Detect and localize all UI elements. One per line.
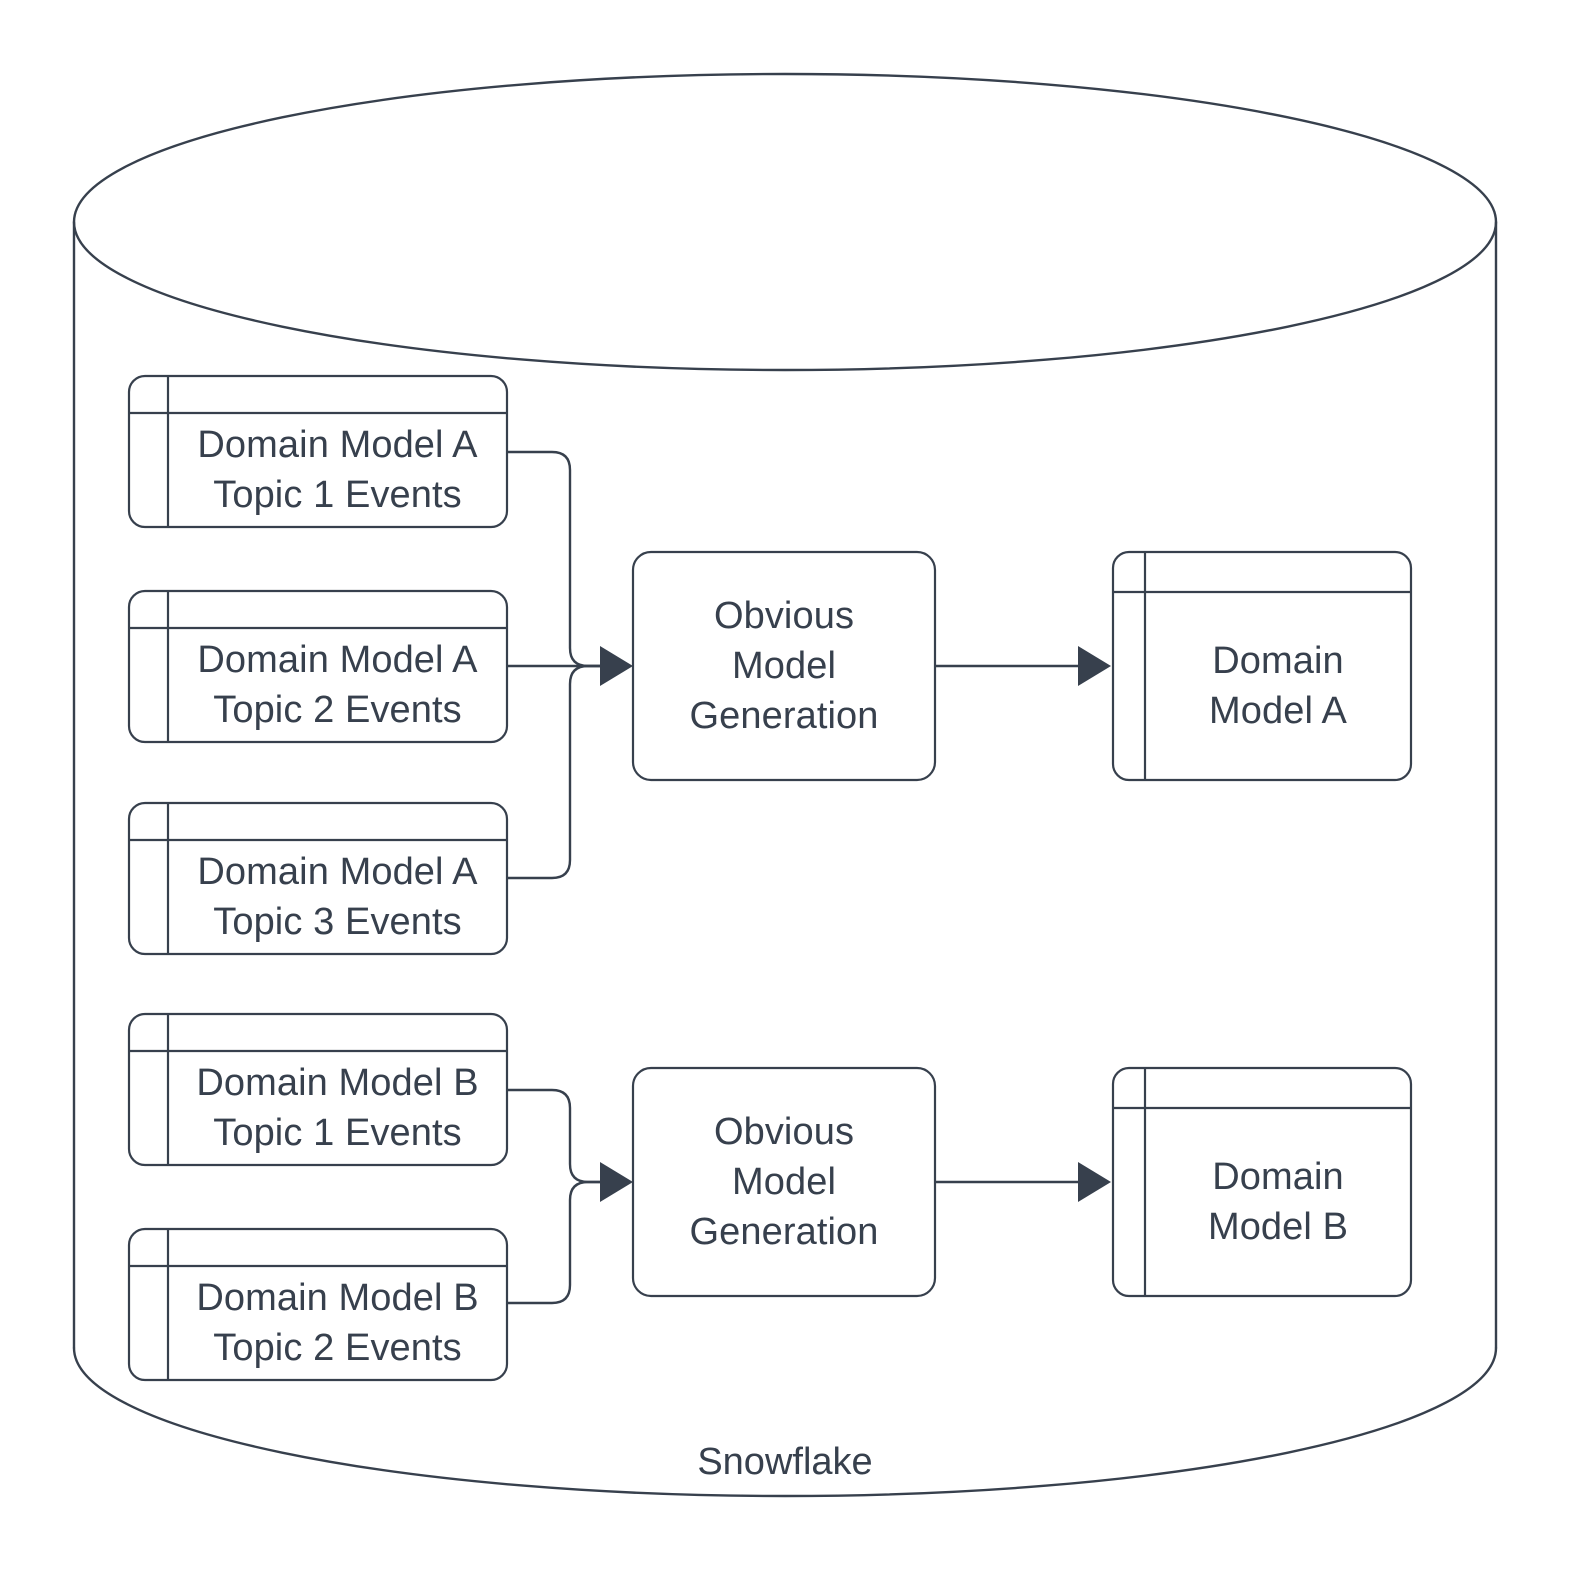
- arrowhead-into-process-b: [600, 1162, 633, 1202]
- node-process-b[interactable]: [631, 1066, 937, 1298]
- b-topic-2-outline: [127, 1227, 509, 1382]
- a-topic-2-fill: [129, 591, 507, 742]
- cylinder-top-ellipse: [72, 72, 1498, 372]
- b-topic-2-fill: [129, 1229, 507, 1380]
- node-a-topic-1[interactable]: [127, 374, 509, 529]
- edge-b-topic-1-to-process[interactable]: [507, 1088, 603, 1184]
- node-process-a[interactable]: [631, 550, 937, 782]
- node-a-topic-2[interactable]: [127, 589, 509, 744]
- process-a-fill: [633, 552, 935, 780]
- node-a-topic-3[interactable]: [127, 801, 509, 956]
- process-a-outline: [631, 550, 937, 782]
- output-b-fill: [1113, 1068, 1411, 1296]
- cylinder-bottom-arc: [72, 1346, 1498, 1498]
- a-topic-1-fill: [129, 376, 507, 527]
- process-b-fill: [633, 1068, 935, 1296]
- output-a-outline: [1111, 550, 1413, 782]
- edges-group-a: [507, 450, 1111, 880]
- arrowhead-into-process-a: [600, 646, 633, 686]
- edges-group-b: [507, 1088, 1111, 1305]
- a-topic-3-fill: [129, 803, 507, 954]
- a-topic-2-outline: [127, 589, 509, 744]
- a-topic-3-outline: [127, 801, 509, 956]
- snowflake-container-label: Snowflake: [697, 1441, 873, 1483]
- process-b-outline: [631, 1066, 937, 1298]
- output-b-outline: [1111, 1066, 1413, 1298]
- node-output-b[interactable]: [1111, 1066, 1413, 1298]
- output-a-fill: [1113, 552, 1411, 780]
- edge-a-topic-3-to-process[interactable]: [507, 664, 603, 880]
- b-topic-1-outline: [127, 1012, 509, 1167]
- node-output-a[interactable]: [1111, 550, 1413, 782]
- edge-b-topic-2-to-process[interactable]: [507, 1180, 603, 1305]
- arrowhead-into-output-a: [1078, 646, 1111, 686]
- arrowhead-into-output-b: [1078, 1162, 1111, 1202]
- node-b-topic-2[interactable]: [127, 1227, 509, 1382]
- a-topic-1-outline: [127, 374, 509, 529]
- node-b-topic-1[interactable]: [127, 1012, 509, 1167]
- b-topic-1-fill: [129, 1014, 507, 1165]
